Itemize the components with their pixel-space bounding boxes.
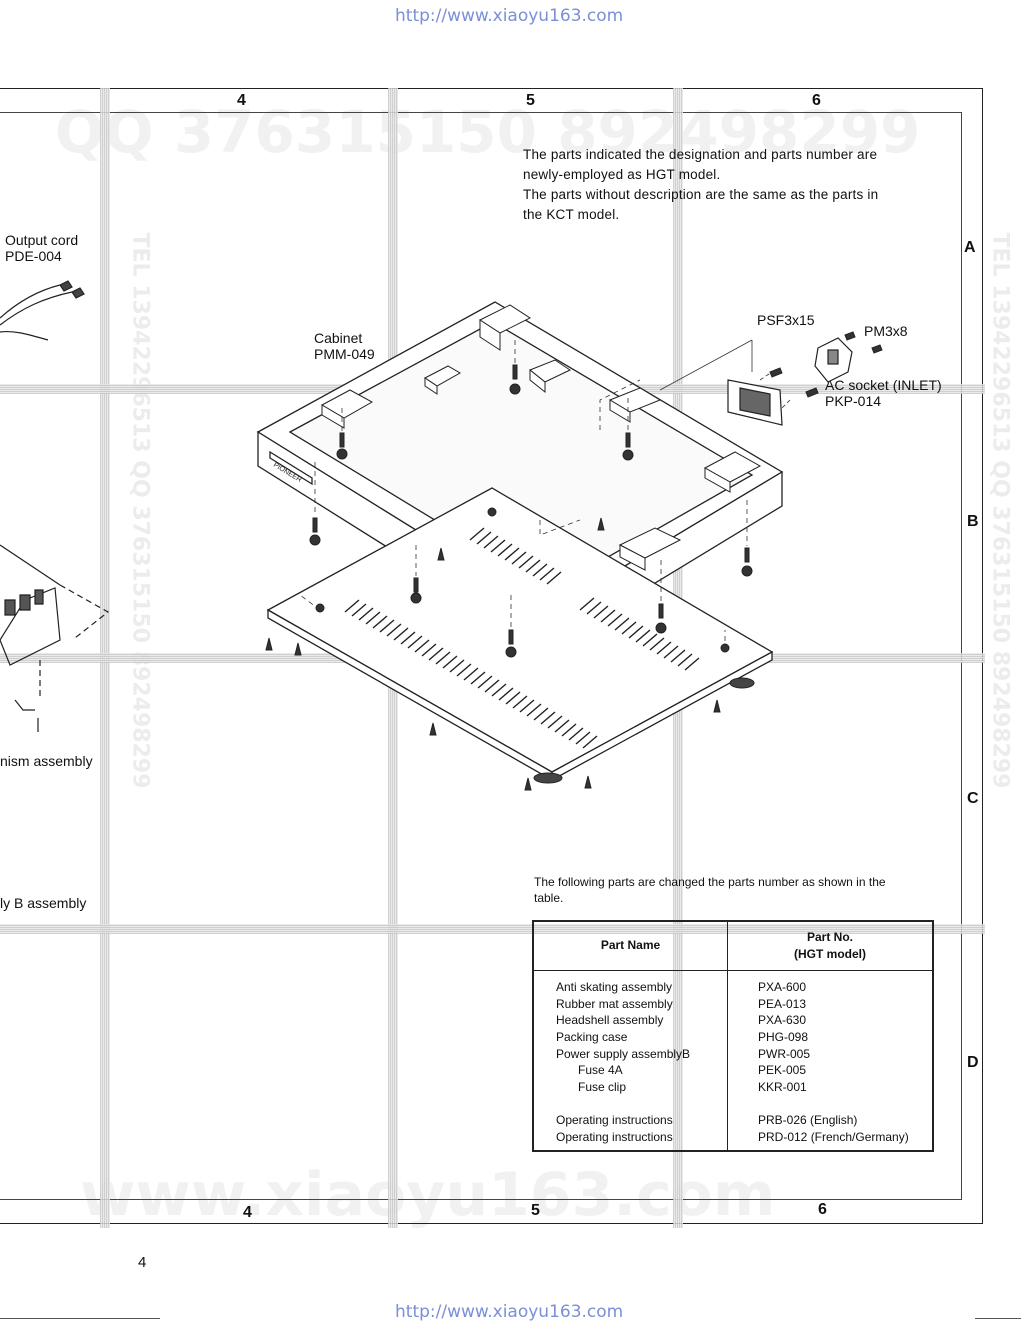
- row-letter: D: [967, 1054, 979, 1071]
- header-url[interactable]: http://www.xiaoyu163.com: [395, 6, 624, 26]
- table-row: Operating instructions PRD-012 (French/Ge…: [534, 1130, 932, 1147]
- part-number: PEA-013: [758, 996, 807, 1011]
- row-letter: A: [964, 239, 976, 256]
- cabinet-label: Cabinet PMM-049: [314, 330, 375, 362]
- row-letter: C: [967, 790, 979, 807]
- note-line: the KCT model.: [523, 207, 620, 222]
- row-letter: B: [967, 513, 979, 530]
- screws: [265, 364, 753, 791]
- part-name: Operating instructions: [556, 1129, 673, 1144]
- header-part-no: Part No. (HGT model): [728, 929, 932, 963]
- header-part-no-line: Part No.: [806, 930, 853, 944]
- table-spacer: [534, 1097, 932, 1113]
- part-number: PEK-005: [758, 1063, 807, 1078]
- part-number: PHG-098: [758, 1030, 809, 1045]
- part-name: Rubber mat assembly: [556, 996, 673, 1011]
- column-number: 4: [243, 1204, 252, 1221]
- column-number: 4: [237, 92, 246, 109]
- footer-rule: [975, 1318, 1021, 1319]
- cabinet-part: PMM-049: [314, 346, 375, 362]
- watermark-top: QQ 376315150 892498299: [55, 98, 921, 166]
- bottom-plate: [266, 487, 774, 782]
- table-row: Fuse clip KKR-001: [534, 1080, 932, 1097]
- table-row: Anti skating assembly PXA-600: [534, 980, 932, 997]
- design-note: The parts indicated the designation and …: [523, 145, 933, 225]
- part-name: Power supply assemblyB: [556, 1046, 691, 1061]
- grid-row-line: [0, 924, 985, 934]
- parts-table-header: [534, 922, 932, 971]
- part-number: PRB-026 (English): [758, 1112, 858, 1127]
- table-row: Fuse 4A PEK-005: [534, 1063, 932, 1080]
- note-line: The parts without description are the sa…: [523, 187, 879, 202]
- ac-socket-name: AC socket (INLET): [825, 377, 942, 393]
- table-intro-line: The following parts are changed the part…: [534, 875, 886, 889]
- table-row: Power supply assemblyB PWR-005: [534, 1047, 932, 1064]
- ac-socket-icon: [727, 337, 853, 426]
- part-number: PXA-630: [758, 1013, 807, 1028]
- part-name: Fuse clip: [578, 1080, 627, 1095]
- column-number: 6: [818, 1201, 827, 1218]
- mechanism-assembly-label: nism assembly: [0, 753, 93, 769]
- part-name: Packing case: [556, 1030, 628, 1045]
- b-assembly-label: ly B assembly: [0, 895, 87, 911]
- table-intro: The following parts are changed the part…: [534, 874, 944, 906]
- watermark-bottom: www.xiaoyu163.com: [80, 1160, 776, 1230]
- parts-table-divider: [727, 922, 728, 1150]
- part-number: KKR-001: [758, 1080, 807, 1095]
- column-number: 5: [531, 1202, 540, 1219]
- table-row: Packing case PHG-098: [534, 1030, 932, 1047]
- psf-screw-label: PSF3x15: [757, 312, 815, 328]
- cabinet-name: Cabinet: [314, 330, 363, 346]
- parts-table: Part Name Part No. (HGT model) Anti skat…: [532, 920, 934, 1152]
- ac-socket-label: AC socket (INLET) PKP-014: [825, 377, 942, 409]
- part-name: Headshell assembly: [556, 1013, 664, 1028]
- output-cord-icon: [0, 284, 73, 341]
- footer-url[interactable]: http://www.xiaoyu163.com: [395, 1302, 624, 1322]
- note-line: The parts indicated the designation and …: [523, 147, 878, 162]
- part-number: PRD-012 (French/Germany): [758, 1129, 909, 1144]
- table-row: Headshell assembly PXA-630: [534, 1013, 932, 1030]
- output-cord-label: Output cord PDE-004: [5, 232, 78, 264]
- page-number: 4: [138, 1254, 147, 1271]
- part-name: Operating instructions: [556, 1112, 673, 1127]
- part-name: Fuse 4A: [578, 1063, 623, 1078]
- table-row: Rubber mat assembly PEA-013: [534, 997, 932, 1014]
- column-number: 5: [526, 92, 535, 109]
- pm-screw-label: PM3x8: [864, 323, 908, 339]
- parts-table-body: Anti skating assembly PXA-600 Rubber mat …: [534, 980, 932, 1146]
- note-line: newly-employed as HGT model.: [523, 167, 721, 182]
- header-part-no-line: (HGT model): [794, 947, 866, 961]
- table-row: Operating instructions PRB-026 (English): [534, 1113, 932, 1130]
- part-number: PWR-005: [758, 1046, 811, 1061]
- ac-socket-part: PKP-014: [825, 393, 882, 409]
- part-number: PXA-600: [758, 980, 807, 994]
- output-cord-name: Output cord: [5, 232, 79, 248]
- footer-rule: [0, 1318, 160, 1319]
- output-cord-part: PDE-004: [5, 248, 62, 264]
- part-name: Anti skating assembly: [556, 980, 673, 994]
- header-part-name: Part Name: [600, 938, 661, 952]
- vent-slots: [344, 527, 700, 749]
- column-number: 6: [812, 92, 821, 109]
- table-intro-line: table.: [534, 891, 564, 905]
